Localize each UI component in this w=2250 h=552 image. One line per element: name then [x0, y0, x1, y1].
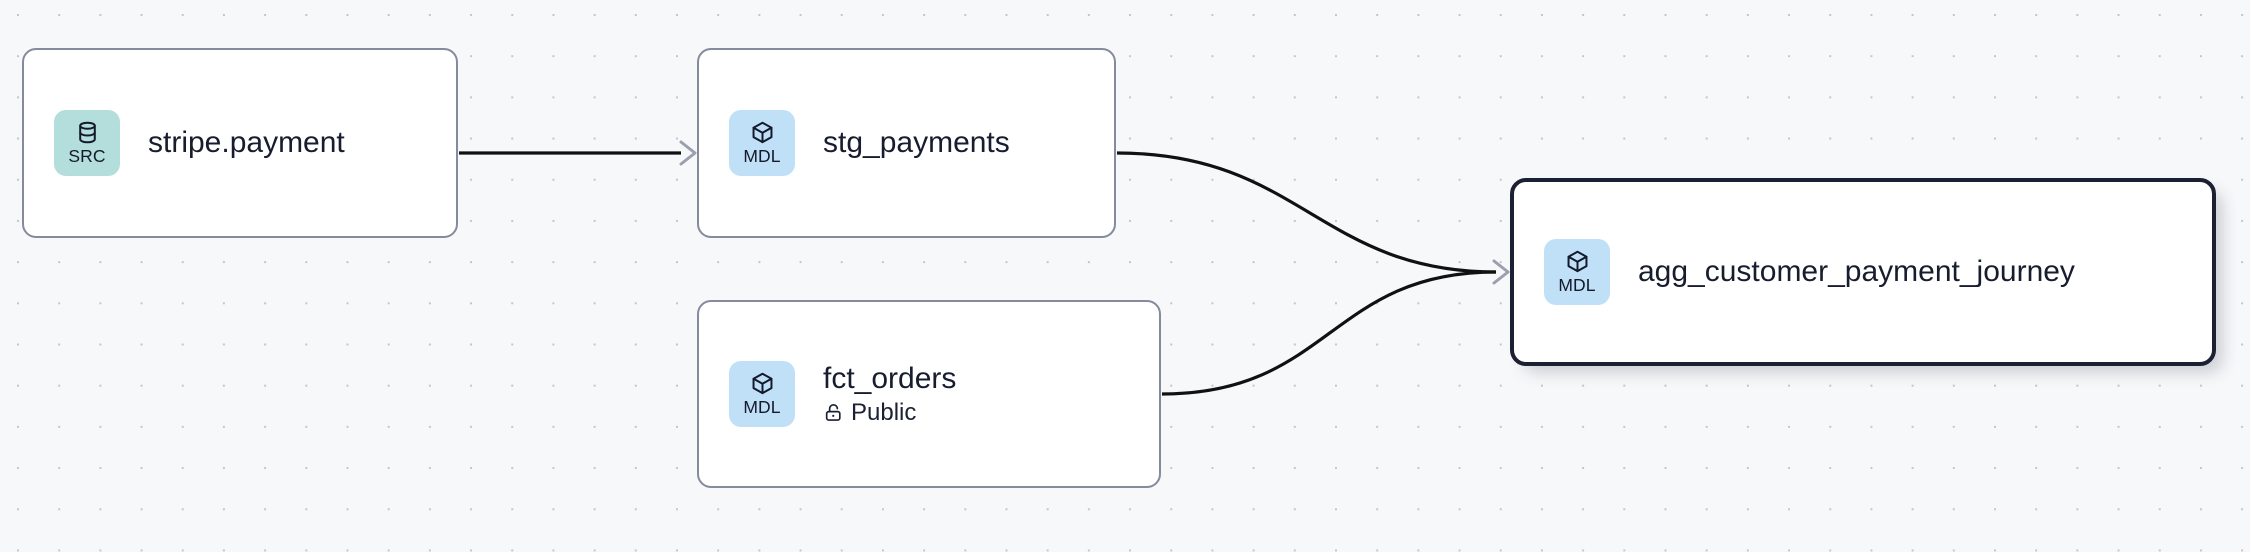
database-icon: [78, 121, 96, 144]
badge-label: MDL: [743, 146, 781, 167]
node-body: stg_payments: [823, 126, 1010, 160]
cube-icon: [752, 372, 772, 395]
node-visibility-label: Public: [851, 398, 917, 426]
badge-mdl: MDL: [1544, 239, 1610, 305]
node-title: stripe.payment: [148, 126, 345, 160]
badge-label: MDL: [743, 397, 781, 418]
badge-mdl: MDL: [729, 110, 795, 176]
node-title: fct_orders: [823, 362, 957, 395]
node-fct-orders[interactable]: MDL fct_orders Public: [697, 300, 1161, 488]
node-agg-customer-payment-journey[interactable]: MDL agg_customer_payment_journey: [1510, 178, 2216, 366]
badge-label: MDL: [1558, 275, 1596, 296]
unlock-icon: [825, 404, 841, 422]
badge-src: SRC: [54, 110, 120, 176]
node-body: agg_customer_payment_journey: [1638, 255, 2075, 289]
edge-stripe-payment-to-stg-payments: [459, 140, 697, 166]
node-visibility: Public: [823, 398, 956, 426]
badge-label: SRC: [68, 146, 106, 167]
node-title: stg_payments: [823, 126, 1010, 160]
cube-icon: [752, 121, 772, 144]
node-body: fct_orders Public: [823, 362, 956, 426]
edge-fct-orders-to-agg-customer-payment-journey: [1161, 259, 1510, 396]
node-body: stripe.payment: [148, 126, 345, 160]
cube-icon: [1567, 250, 1587, 273]
node-stg-payments[interactable]: MDL stg_payments: [697, 48, 1116, 238]
node-title: agg_customer_payment_journey: [1638, 255, 2075, 289]
badge-mdl: MDL: [729, 361, 795, 427]
node-stripe-payment[interactable]: SRC stripe.payment: [22, 48, 458, 238]
edge-stg-payments-to-agg-customer-payment-journey: [1116, 151, 1497, 274]
